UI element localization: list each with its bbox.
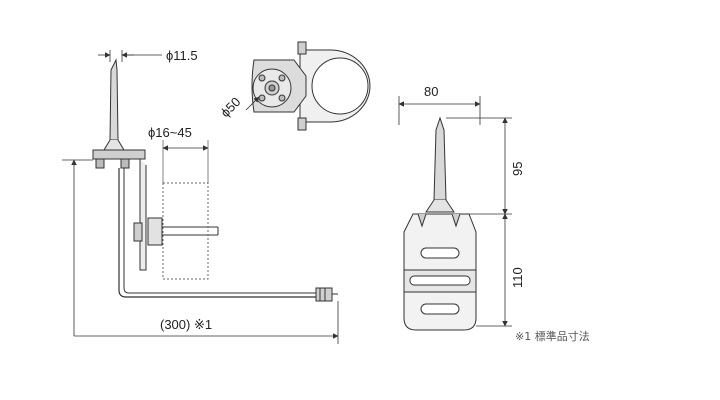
width-label: 80 [424, 84, 438, 99]
antenna-whip-front [433, 116, 447, 201]
side-view [62, 50, 339, 344]
upper-height-label: 95 [510, 162, 525, 176]
coax-cable [118, 168, 316, 298]
rod-diameter-label: ϕ11.5 [166, 48, 198, 63]
base-diameter-label: ϕ50 [218, 94, 244, 120]
antenna-whip [109, 58, 119, 141]
pole-outline [162, 182, 209, 280]
footnote: ※1 標準品寸法 [515, 329, 590, 343]
u-bolt [133, 222, 143, 242]
lower-height-label: 110 [510, 267, 525, 288]
antenna-base [92, 149, 146, 160]
mounting-bracket [139, 159, 147, 271]
pole-range-label: ϕ16~45 [148, 125, 192, 140]
top-view [245, 41, 371, 131]
cable-connector [315, 287, 333, 302]
front-view [398, 96, 512, 331]
cable-length-label: (300) ※1 [160, 317, 212, 332]
